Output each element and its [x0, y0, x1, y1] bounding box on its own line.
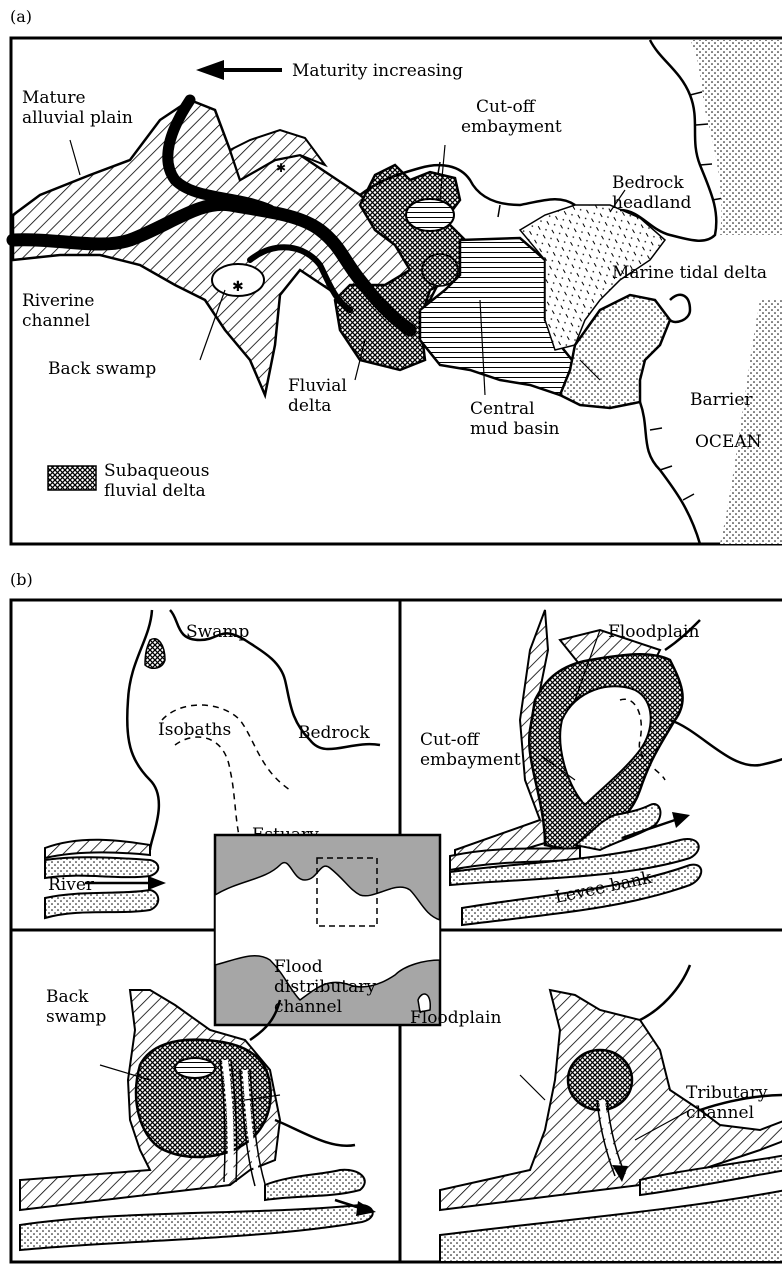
- subpanel-cutoff: Floodplain Cut-off embayment Levee bank: [420, 610, 782, 925]
- legend-label-2: fluvial delta: [104, 481, 206, 501]
- svg-text:River: River: [48, 875, 95, 895]
- svg-text:channel: channel: [22, 311, 90, 331]
- svg-text:Marine tidal delta: Marine tidal delta: [612, 263, 767, 283]
- svg-text:Barrier: Barrier: [690, 390, 753, 410]
- svg-text:Central: Central: [470, 399, 535, 419]
- svg-text:embayment: embayment: [461, 117, 562, 137]
- maturity-arrow: [196, 60, 282, 80]
- svg-text:✱: ✱: [276, 161, 286, 175]
- svg-text:Floodplain: Floodplain: [608, 622, 699, 642]
- svg-text:alluvial plain: alluvial plain: [22, 108, 133, 128]
- svg-text:Back: Back: [46, 987, 89, 1007]
- svg-text:Cut-off: Cut-off: [420, 730, 481, 750]
- svg-text:Mature: Mature: [22, 88, 86, 108]
- svg-text:embayment: embayment: [420, 750, 521, 770]
- subpanel-backswamp: Back swamp Flood distributary channel: [20, 957, 376, 1250]
- svg-text:Swamp: Swamp: [186, 622, 249, 642]
- panel-a-label: (a): [10, 7, 32, 26]
- svg-text:Isobaths: Isobaths: [158, 720, 231, 740]
- svg-text:✱: ✱: [232, 279, 244, 295]
- svg-text:Fluvial: Fluvial: [288, 376, 347, 396]
- svg-text:headland: headland: [612, 193, 692, 213]
- svg-text:Tributary: Tributary: [686, 1083, 768, 1103]
- svg-text:mud basin: mud basin: [470, 419, 560, 439]
- maturity-label: Maturity increasing: [292, 61, 463, 81]
- svg-text:Bedrock: Bedrock: [612, 173, 684, 193]
- legend-label-1: Subaqueous: [104, 461, 209, 481]
- svg-text:Back swamp: Back swamp: [48, 359, 156, 379]
- svg-text:channel: channel: [274, 997, 342, 1017]
- panel-b-label: (b): [10, 570, 33, 589]
- svg-text:channel: channel: [686, 1103, 754, 1123]
- svg-text:Riverine: Riverine: [22, 291, 94, 311]
- subpanel-tributary: Floodplain Tributary channel: [410, 965, 782, 1262]
- svg-text:Flood: Flood: [274, 957, 323, 977]
- svg-text:Bedrock: Bedrock: [298, 723, 370, 743]
- legend-swatch-subaqueous: [48, 466, 96, 490]
- svg-text:Cut-off: Cut-off: [476, 97, 537, 117]
- svg-text:Floodplain: Floodplain: [410, 1008, 501, 1028]
- svg-text:distributary: distributary: [274, 977, 376, 997]
- svg-text:delta: delta: [288, 396, 331, 416]
- svg-text:swamp: swamp: [46, 1007, 107, 1027]
- svg-text:OCEAN: OCEAN: [695, 432, 762, 452]
